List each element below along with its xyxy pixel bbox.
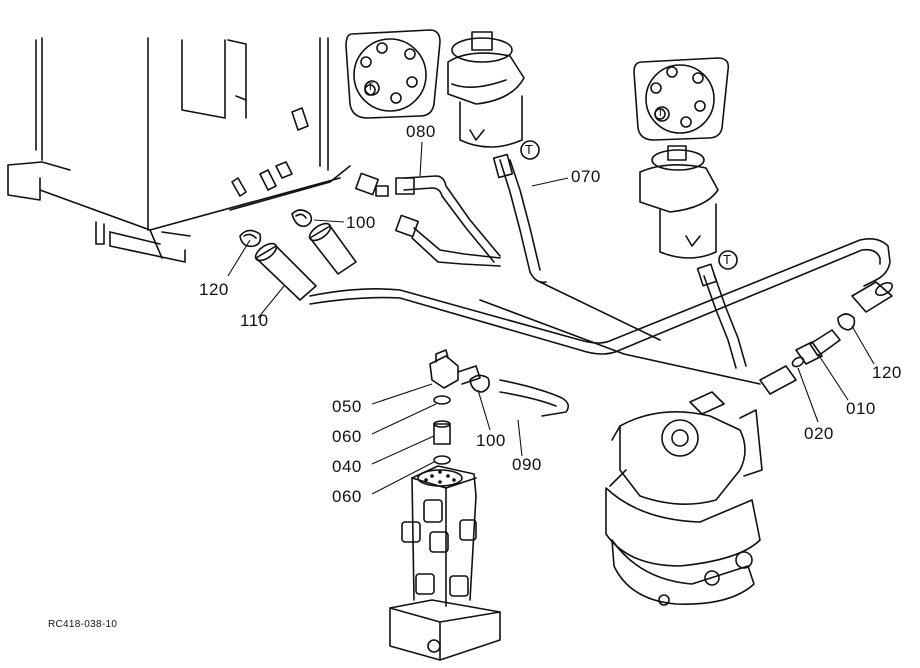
upper-travel-motor xyxy=(447,31,525,148)
callout-040: 040 xyxy=(332,457,362,476)
drawing-code: RC418-038-10 xyxy=(48,619,118,630)
callout-020: 020 xyxy=(804,424,834,443)
clamps xyxy=(239,209,856,393)
callout-100-lower: 100 xyxy=(476,431,506,450)
torque-mark-hose-lower: T xyxy=(723,252,732,267)
callout-120-right: 120 xyxy=(872,363,902,382)
fittings-010-020 xyxy=(759,329,841,395)
torque-mark-flange-upper: T xyxy=(367,81,375,93)
torque-mark-flange-lower: T xyxy=(657,107,665,119)
lower-travel-motor xyxy=(639,145,719,259)
hose-080 xyxy=(355,172,501,267)
callout-080: 080 xyxy=(406,122,436,141)
callout-120-left: 120 xyxy=(199,280,229,299)
hydraulic-hose-loop xyxy=(309,238,891,417)
callout-010: 010 xyxy=(846,399,876,418)
hose-right-piece xyxy=(851,281,893,313)
torque-marks xyxy=(364,80,738,270)
travel-motor-gearbox xyxy=(605,391,763,606)
hose-lower-motor xyxy=(696,263,747,369)
lower-motor-flange xyxy=(633,57,730,141)
callout-070: 070 xyxy=(571,167,601,186)
upper-motor-flange xyxy=(345,29,441,119)
callout-060-lower: 060 xyxy=(332,487,362,506)
callout-050: 050 xyxy=(332,397,362,416)
leader-lines xyxy=(227,141,875,495)
callout-110: 110 xyxy=(240,311,269,330)
callout-060-upper: 060 xyxy=(332,427,362,446)
callout-100-upper: 100 xyxy=(346,213,376,232)
hose-070 xyxy=(492,153,547,284)
callout-090: 090 xyxy=(512,455,542,474)
tank-frame xyxy=(7,37,351,263)
torque-mark-hose-upper: T xyxy=(525,142,534,157)
fitting-050 xyxy=(429,349,481,465)
hose-110 xyxy=(254,222,357,301)
swivel-joint xyxy=(389,465,501,661)
